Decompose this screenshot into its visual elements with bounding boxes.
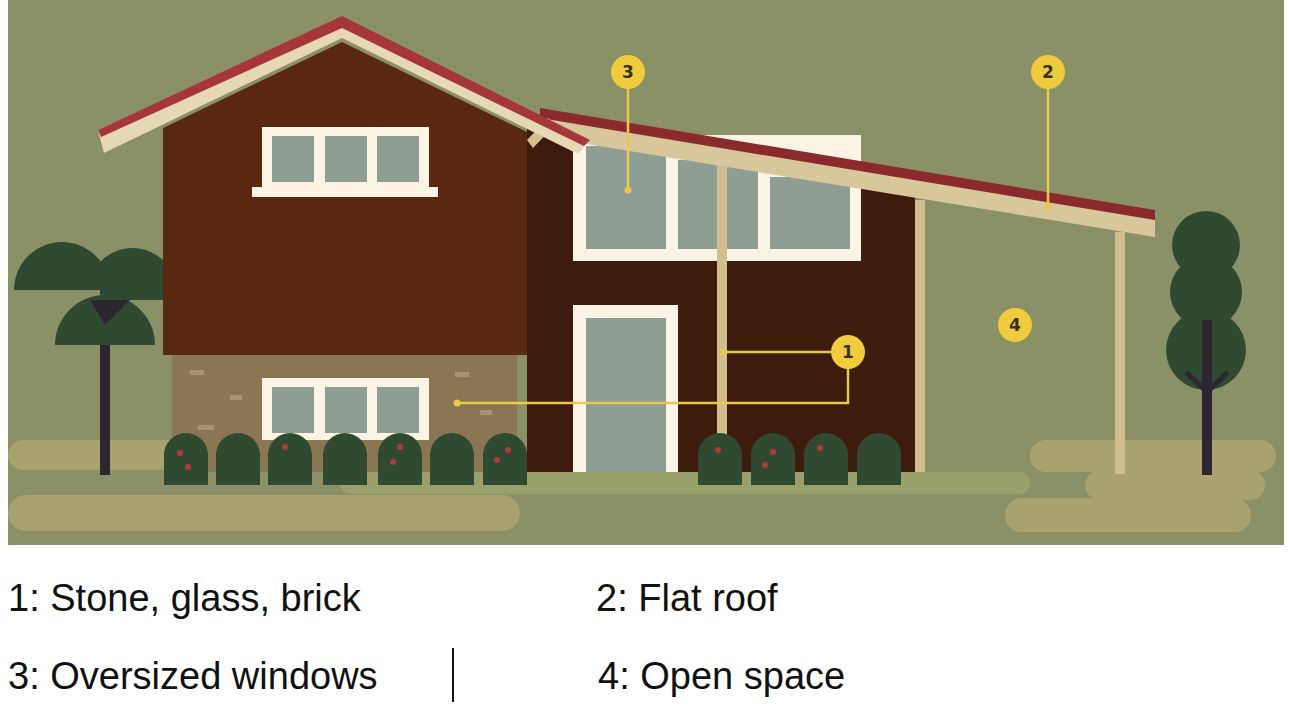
art-shape: [1045, 204, 1052, 211]
art-shape: [282, 444, 288, 450]
art-shape: [397, 444, 403, 450]
art-shape: [98, 18, 588, 154]
art-shape: [505, 447, 511, 453]
art-shape: [915, 200, 925, 472]
art-shape: [480, 410, 492, 415]
art-shape: [164, 433, 208, 485]
art-shape: [323, 433, 367, 485]
art-shape: [272, 387, 314, 433]
art-shape: [55, 295, 155, 345]
caption-label: 4: Open space: [598, 654, 845, 698]
art-shape: [1085, 470, 1265, 500]
shrub-berries: [177, 444, 823, 470]
callout-number-text: 3: [622, 64, 634, 81]
art-shape: [817, 445, 823, 451]
art-shape: [1202, 320, 1212, 475]
art-shape: [8, 440, 188, 470]
art-shape: [100, 248, 165, 300]
leader-lines: [457, 88, 1048, 403]
art-shape: [586, 146, 666, 249]
art-shape: [262, 127, 429, 189]
callout-number-text: 1: [842, 344, 854, 361]
art-shape: [8, 495, 520, 531]
callout-number-text: 2: [1042, 64, 1054, 81]
shrubs: [164, 433, 901, 485]
background: [8, 0, 1284, 545]
left-tree: [14, 242, 165, 475]
art-shape: [751, 433, 795, 485]
art-shape: [1186, 372, 1228, 392]
art-shape: [770, 449, 776, 455]
art-shape: [1115, 232, 1125, 474]
art-shape: [14, 242, 110, 290]
callout-number-text: 4: [1009, 317, 1021, 334]
art-shape: [457, 368, 848, 403]
art-shape: [216, 433, 260, 485]
art-shape: [717, 165, 727, 472]
separator-line: [452, 648, 454, 702]
art-shape: [494, 457, 500, 463]
right-tree: [1166, 211, 1246, 475]
art-shape: [698, 433, 742, 485]
art-shape: [1047, 88, 1050, 207]
art-shape: [625, 187, 632, 194]
callout-number: 4: [998, 308, 1032, 342]
callout-number: 3: [611, 55, 645, 89]
art-shape: [252, 187, 438, 197]
art-shape: [857, 433, 901, 485]
caption-label: 1: Stone, glass, brick: [8, 576, 361, 620]
art-shape: [454, 400, 461, 407]
callout-number: 1: [831, 335, 865, 369]
art-shape: [272, 136, 314, 182]
art-shape: [98, 16, 590, 146]
art-shape: [185, 464, 191, 470]
art-shape: [1005, 498, 1251, 532]
art-shape: [483, 433, 527, 485]
art-shape: [230, 395, 242, 400]
caption-label: 3: Oversized windows: [8, 654, 378, 698]
art-shape: [268, 433, 312, 485]
art-shape: [378, 433, 422, 485]
art-shape: [90, 300, 130, 325]
art-shape: [325, 387, 367, 433]
art-shape: [762, 462, 768, 468]
art-shape: [198, 425, 214, 430]
art-shape: [715, 447, 721, 453]
art-shape: [1030, 440, 1276, 472]
art-shape: [770, 177, 850, 249]
art-shape: [540, 108, 1155, 220]
art-shape: [430, 433, 474, 485]
flat-roof: [527, 108, 1155, 237]
art-shape: [325, 136, 367, 182]
art-shape: [573, 305, 678, 472]
art-shape: [586, 318, 666, 472]
caption-label: 2: Flat roof: [596, 576, 778, 620]
art-shape: [177, 450, 183, 456]
callout-number: 2: [1031, 55, 1065, 89]
art-shape: [804, 433, 848, 485]
art-shape: [390, 459, 396, 465]
art-shape: [262, 378, 429, 440]
art-shape: [721, 349, 728, 356]
art-shape: [455, 372, 469, 377]
art-shape: [627, 88, 630, 190]
leader-dots: [454, 187, 1052, 407]
art-shape: [377, 387, 419, 433]
art-shape: [190, 370, 204, 375]
art-shape: [724, 351, 832, 354]
art-shape: [377, 136, 419, 182]
